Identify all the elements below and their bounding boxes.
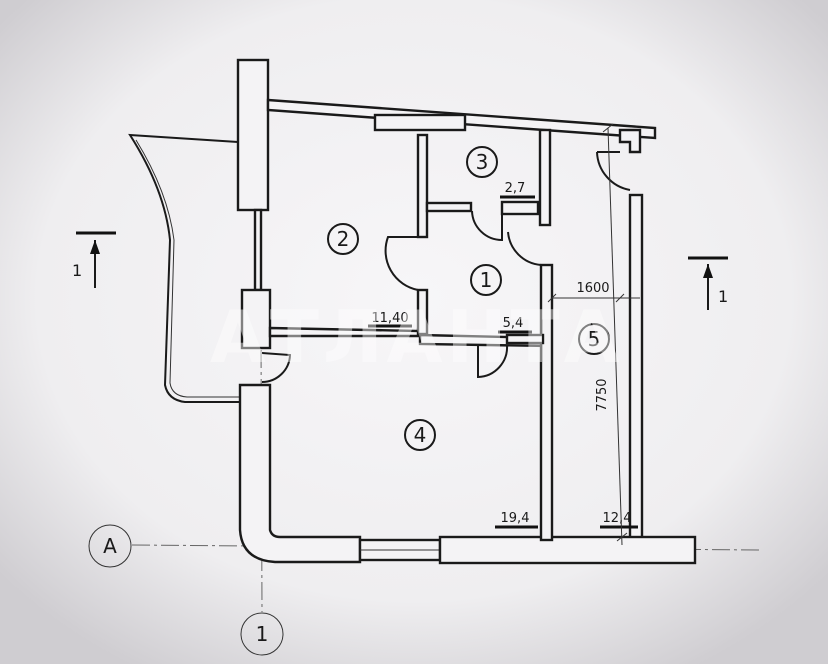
svg-text:11,40: 11,40: [371, 311, 408, 326]
room-3: 3 2,7: [466, 146, 535, 199]
axis-bubble-a: A: [88, 524, 132, 568]
svg-text:12,4: 12,4: [603, 511, 632, 526]
svg-text:4: 4: [414, 423, 427, 447]
room-2: 2 11,40: [327, 223, 412, 328]
room-5: 5 12,4: [578, 323, 638, 529]
svg-text:7750: 7750: [595, 378, 610, 411]
room-4: 4 19,4: [404, 419, 538, 529]
section-mark-right: 1: [688, 256, 728, 310]
svg-text:1: 1: [72, 261, 82, 280]
svg-text:1: 1: [256, 622, 269, 646]
svg-text:5: 5: [588, 327, 601, 351]
watermark: АТЛАНТА: [210, 295, 623, 379]
svg-text:A: A: [103, 534, 117, 558]
room-1: 1 5,4: [470, 264, 532, 334]
svg-text:2,7: 2,7: [505, 181, 526, 196]
svg-text:1600: 1600: [576, 281, 609, 296]
svg-text:1: 1: [480, 268, 493, 292]
svg-text:2: 2: [337, 227, 350, 251]
section-mark-left: 1: [72, 231, 116, 288]
dimension-width: 1600: [547, 281, 640, 303]
svg-text:1: 1: [718, 287, 728, 306]
axis-bubble-1: 1: [240, 612, 284, 656]
walls: [236, 58, 697, 565]
dimension-length: 7750: [595, 123, 628, 546]
svg-text:5,4: 5,4: [503, 316, 524, 331]
svg-text:3: 3: [476, 150, 489, 174]
svg-text:19,4: 19,4: [501, 511, 530, 526]
balcony-outline: [128, 133, 240, 403]
